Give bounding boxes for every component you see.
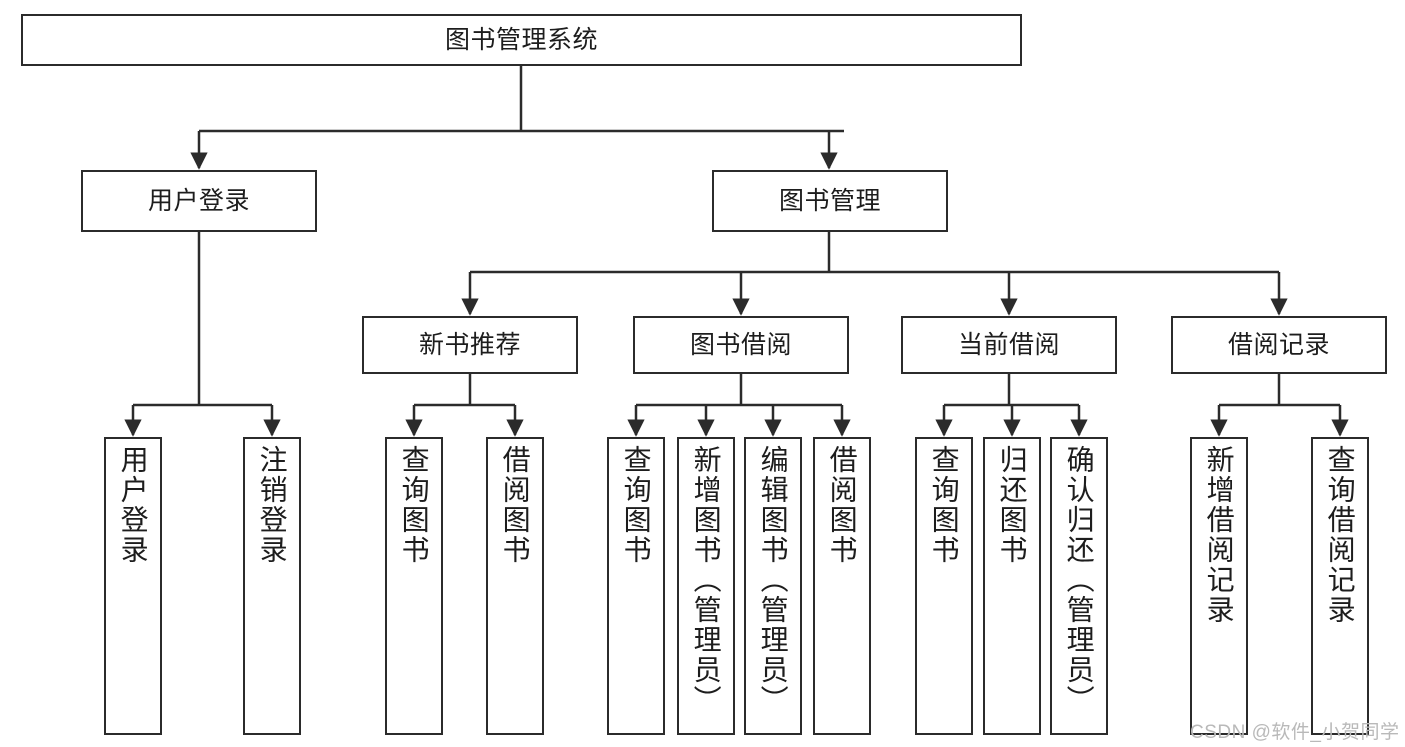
node-borrow-record[interactable]: 借阅记录 — [1171, 316, 1387, 374]
node-leaf-user-login-label: 用户登录 — [117, 445, 149, 565]
node-current-borrow-label: 当前借阅 — [957, 331, 1060, 359]
node-new-book-recommend[interactable]: 新书推荐 — [362, 316, 578, 374]
node-leaf-confirm-return-admin-label: 确认归还（管理员） — [1063, 445, 1095, 715]
node-user-login-label: 用户登录 — [147, 187, 250, 215]
node-leaf-add-book-admin-label: 新增图书（管理员） — [690, 445, 722, 715]
node-new-book-recommend-label: 新书推荐 — [418, 331, 521, 359]
node-borrow-record-label: 借阅记录 — [1227, 331, 1330, 359]
node-book-borrow-label: 图书借阅 — [689, 331, 792, 359]
node-current-borrow[interactable]: 当前借阅 — [901, 316, 1117, 374]
node-leaf-query-book-current-label: 查询图书 — [928, 445, 960, 565]
node-leaf-confirm-return-admin[interactable]: 确认归还（管理员） — [1050, 437, 1108, 735]
node-leaf-edit-book-admin[interactable]: 编辑图书（管理员） — [744, 437, 802, 735]
node-leaf-logout[interactable]: 注销登录 — [243, 437, 301, 735]
node-root[interactable]: 图书管理系统 — [21, 14, 1022, 66]
node-leaf-return-book[interactable]: 归还图书 — [983, 437, 1041, 735]
node-user-login[interactable]: 用户登录 — [81, 170, 317, 232]
node-leaf-return-book-label: 归还图书 — [996, 445, 1028, 565]
node-leaf-edit-book-admin-label: 编辑图书（管理员） — [757, 445, 789, 715]
csdn-watermark: CSDN @软件_小贺同学 — [1190, 722, 1400, 743]
node-leaf-query-book-recommend-label: 查询图书 — [398, 445, 430, 565]
node-leaf-logout-label: 注销登录 — [256, 445, 288, 565]
node-book-borrow[interactable]: 图书借阅 — [633, 316, 849, 374]
node-book-management[interactable]: 图书管理 — [712, 170, 948, 232]
node-leaf-query-borrow-record-label: 查询借阅记录 — [1324, 445, 1356, 625]
node-leaf-query-book-borrow[interactable]: 查询图书 — [607, 437, 665, 735]
node-book-management-label: 图书管理 — [778, 187, 881, 215]
node-leaf-borrow-book-recommend-label: 借阅图书 — [499, 445, 531, 565]
node-leaf-query-book-borrow-label: 查询图书 — [620, 445, 652, 565]
node-leaf-query-book-recommend[interactable]: 查询图书 — [385, 437, 443, 735]
node-leaf-add-borrow-record-label: 新增借阅记录 — [1203, 445, 1235, 625]
node-leaf-borrow-book[interactable]: 借阅图书 — [813, 437, 871, 735]
node-leaf-borrow-book-recommend[interactable]: 借阅图书 — [486, 437, 544, 735]
node-leaf-add-borrow-record[interactable]: 新增借阅记录 — [1190, 437, 1248, 735]
node-leaf-borrow-book-label: 借阅图书 — [826, 445, 858, 565]
node-leaf-query-borrow-record[interactable]: 查询借阅记录 — [1311, 437, 1369, 735]
node-root-label: 图书管理系统 — [444, 26, 598, 54]
node-leaf-user-login[interactable]: 用户登录 — [104, 437, 162, 735]
node-leaf-add-book-admin[interactable]: 新增图书（管理员） — [677, 437, 735, 735]
node-leaf-query-book-current[interactable]: 查询图书 — [915, 437, 973, 735]
